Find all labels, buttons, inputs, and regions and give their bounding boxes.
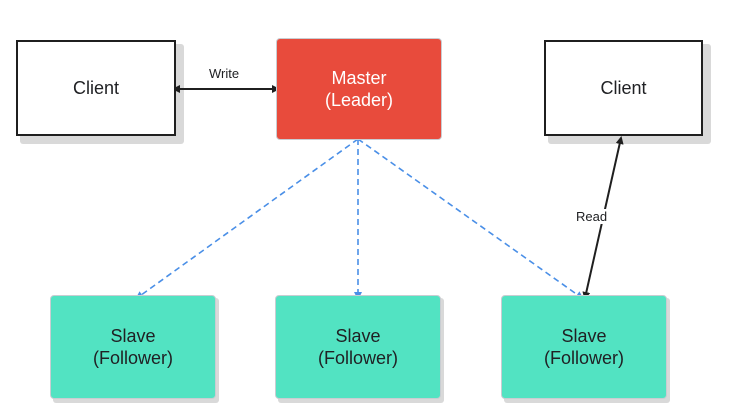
slave-right-label-line1: Slave <box>561 326 607 346</box>
slave-left-label-line2: (Follower) <box>92 348 173 368</box>
client-right-label: Client <box>600 78 647 98</box>
master-label-line2: (Leader) <box>324 90 394 110</box>
replication-line-left <box>135 138 359 300</box>
slave-left-label-line1: Slave <box>110 326 156 346</box>
slave-node-left: Slave (Follower) <box>50 295 216 399</box>
write-label: Write <box>208 66 241 81</box>
slave-node-middle: Slave (Follower) <box>275 295 441 399</box>
slave-middle-label-line1: Slave <box>335 326 381 346</box>
master-node: Master (Leader) <box>276 38 442 140</box>
slave-right-label-line2: (Follower) <box>543 348 624 368</box>
replication-line-right <box>357 138 584 300</box>
master-label-line1: Master <box>331 68 387 88</box>
read-label: Read <box>575 209 609 224</box>
slave-node-right: Slave (Follower) <box>501 295 667 399</box>
client-left-label: Client <box>72 78 120 98</box>
client-node-right: Client <box>544 40 703 136</box>
slave-middle-label-line2: (Follower) <box>317 348 398 368</box>
client-node-left: Client <box>16 40 176 136</box>
